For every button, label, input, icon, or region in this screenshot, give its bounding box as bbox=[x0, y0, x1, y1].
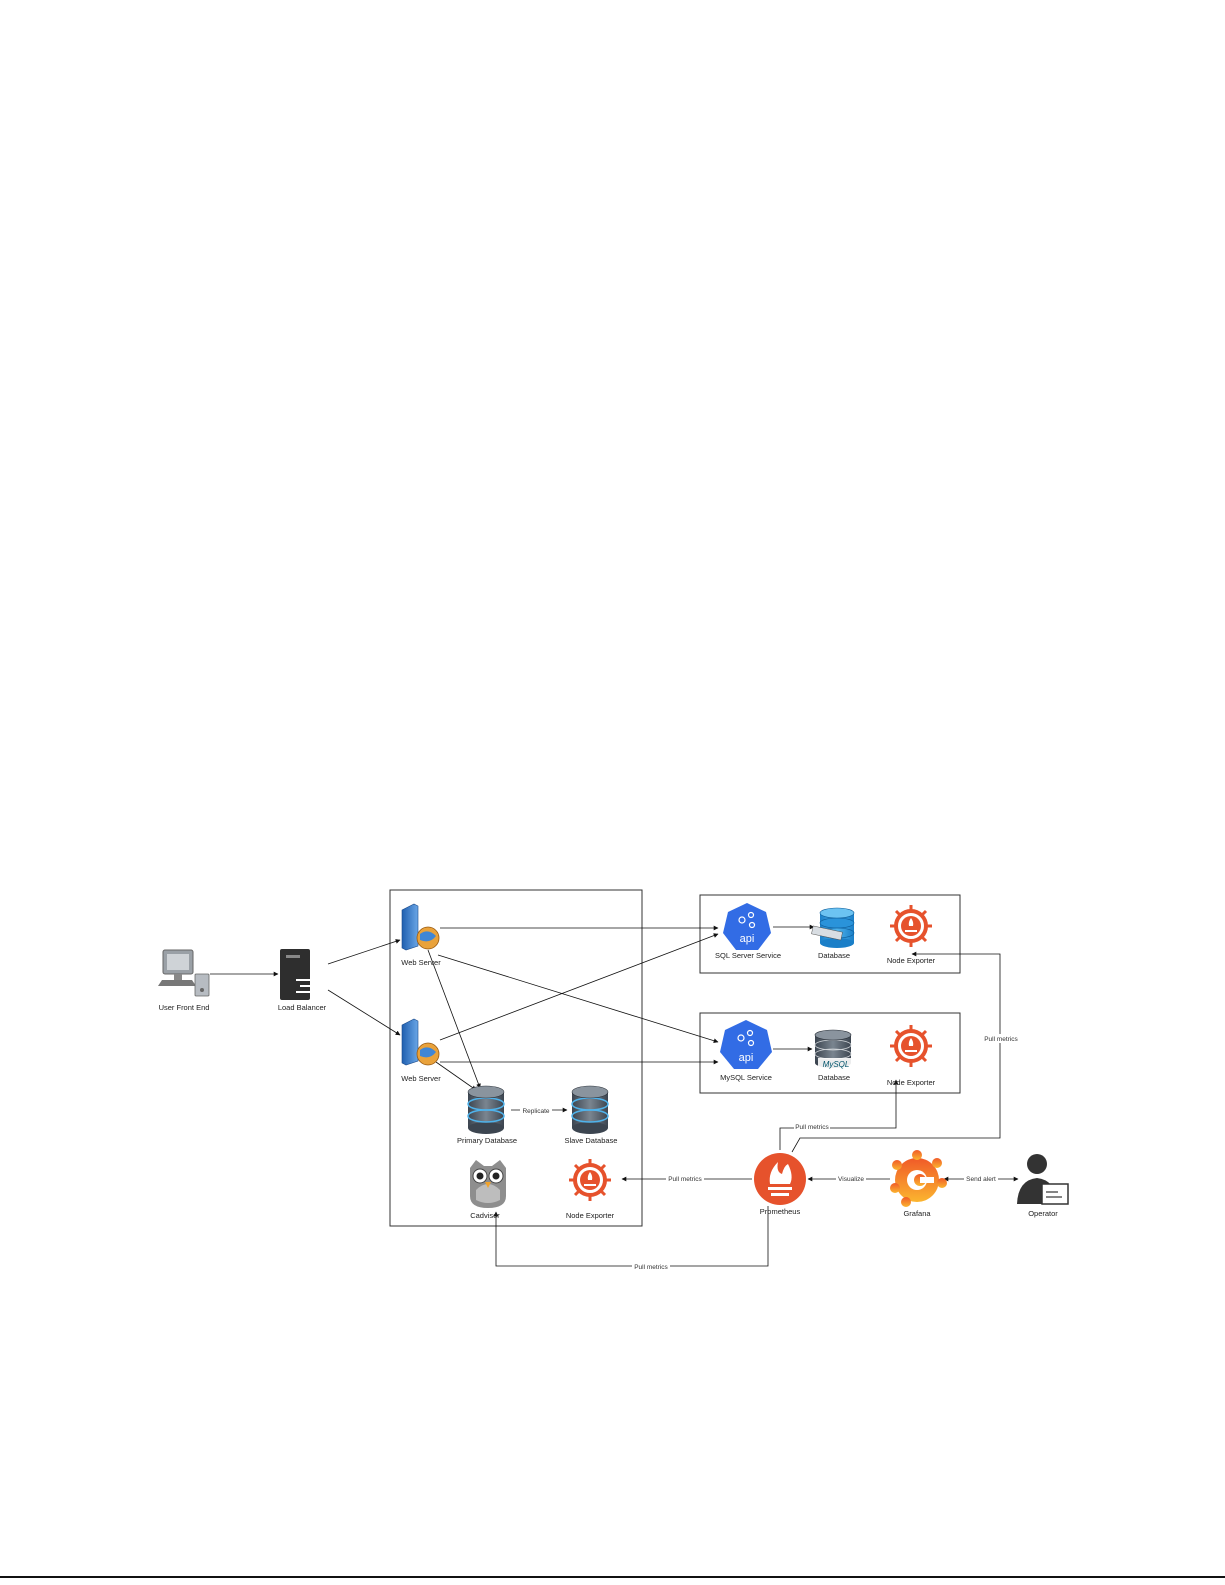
prometheus-label: Prometheus bbox=[760, 1207, 801, 1216]
api-text: api bbox=[739, 1052, 754, 1064]
sql-database-node: Database bbox=[811, 907, 855, 960]
mysql-service-container bbox=[699, 1012, 961, 1094]
edge-ws2-primary bbox=[435, 1061, 477, 1091]
edge-lb-ws1 bbox=[327, 939, 401, 965]
slave-database-node: Slave Database bbox=[565, 1085, 618, 1145]
edge-ws1-mysql bbox=[437, 954, 719, 1044]
primary-database-node: Primary Database bbox=[457, 1085, 517, 1145]
grafana-label: Grafana bbox=[903, 1209, 931, 1218]
edge-prom-cadvisor bbox=[493, 1206, 769, 1267]
computer-icon bbox=[158, 949, 210, 997]
mysql-service-label: MySQL Service bbox=[720, 1073, 772, 1082]
node-exporter-main-node: Node Exporter bbox=[566, 1159, 615, 1220]
node-exporter-icon bbox=[890, 1025, 932, 1067]
user-front-end-node: User Front End bbox=[158, 949, 210, 1012]
sql-service-container bbox=[699, 894, 961, 974]
database-icon bbox=[467, 1085, 505, 1134]
edge-lb-ws2 bbox=[327, 989, 401, 1036]
web-server-1-node: Web Server bbox=[401, 903, 441, 967]
primary-database-label: Primary Database bbox=[457, 1136, 517, 1145]
mysql-logo-text: MySQL bbox=[823, 1060, 850, 1069]
web-server-2-node: Web Server bbox=[401, 1018, 441, 1083]
mysql-database-label: Database bbox=[818, 1073, 850, 1082]
grafana-icon bbox=[890, 1150, 947, 1207]
visualize-label: Visualize bbox=[838, 1176, 864, 1183]
cadvisor-node: Cadvisor bbox=[470, 1160, 506, 1220]
pull-metrics-right-label: Pull metrics bbox=[984, 1036, 1018, 1043]
database-icon bbox=[811, 907, 855, 948]
edge-prom-nodeexp-mysql bbox=[779, 1079, 899, 1150]
edge-prom-nodeexp-sql bbox=[791, 951, 1001, 1153]
sql-database-label: Database bbox=[818, 951, 850, 960]
web-server-1-label: Web Server bbox=[401, 958, 441, 967]
user-front-end-label: User Front End bbox=[159, 1003, 210, 1012]
pull-metrics-bottom-label: Pull metrics bbox=[634, 1264, 668, 1271]
load-balancer-label: Load Balancer bbox=[278, 1003, 327, 1012]
web-server-2-label: Web Server bbox=[401, 1074, 441, 1083]
replicate-label: Replicate bbox=[522, 1108, 549, 1115]
operator-node: Operator bbox=[1017, 1154, 1069, 1218]
edge-ws2-sql bbox=[439, 933, 719, 1041]
grafana-node: Grafana bbox=[890, 1150, 947, 1218]
mysql-database-node: MySQL Database bbox=[814, 1029, 854, 1082]
operator-label: Operator bbox=[1028, 1209, 1058, 1218]
send-alert-label: Send alert bbox=[966, 1176, 996, 1183]
mysql-service-node: api MySQL Service bbox=[720, 1020, 772, 1082]
sql-server-service-label: SQL Server Service bbox=[715, 951, 781, 960]
web-server-icon bbox=[401, 1018, 440, 1066]
api-icon: api bbox=[723, 903, 771, 950]
node-exporter-mysql-node: Node Exporter bbox=[887, 1025, 936, 1087]
database-icon bbox=[571, 1085, 609, 1134]
node-exporter-icon bbox=[569, 1159, 611, 1201]
node-exporter-mysql-label: Node Exporter bbox=[887, 1078, 936, 1087]
sql-server-service-node: api SQL Server Service bbox=[715, 903, 781, 960]
node-exporter-icon bbox=[890, 905, 932, 947]
edge-labels: Replicate Pull metrics Pull metrics Pull… bbox=[520, 1034, 1020, 1271]
load-balancer-icon bbox=[280, 949, 324, 1000]
operator-person-icon bbox=[1017, 1154, 1069, 1205]
cadvisor-label: Cadvisor bbox=[470, 1211, 500, 1220]
page-bottom-rule bbox=[0, 1576, 1225, 1578]
node-exporter-sql-node: Node Exporter bbox=[887, 905, 936, 965]
owl-icon bbox=[470, 1160, 506, 1208]
web-server-icon bbox=[401, 903, 440, 951]
pull-metrics-left-label: Pull metrics bbox=[668, 1176, 702, 1183]
edge-ws1-primary bbox=[427, 949, 481, 1089]
pull-metrics-mid-label: Pull metrics bbox=[795, 1124, 829, 1131]
prometheus-icon bbox=[754, 1153, 806, 1205]
edges bbox=[210, 924, 1019, 1267]
slave-database-label: Slave Database bbox=[565, 1136, 618, 1145]
load-balancer-node: Load Balancer bbox=[278, 949, 327, 1012]
node-exporter-sql-label: Node Exporter bbox=[887, 956, 936, 965]
node-exporter-main-label: Node Exporter bbox=[566, 1211, 615, 1220]
prometheus-node: Prometheus bbox=[754, 1153, 806, 1216]
api-text: api bbox=[740, 933, 755, 945]
database-icon: MySQL bbox=[814, 1029, 854, 1070]
api-icon: api bbox=[720, 1020, 772, 1069]
web-tier-container bbox=[389, 889, 643, 1227]
